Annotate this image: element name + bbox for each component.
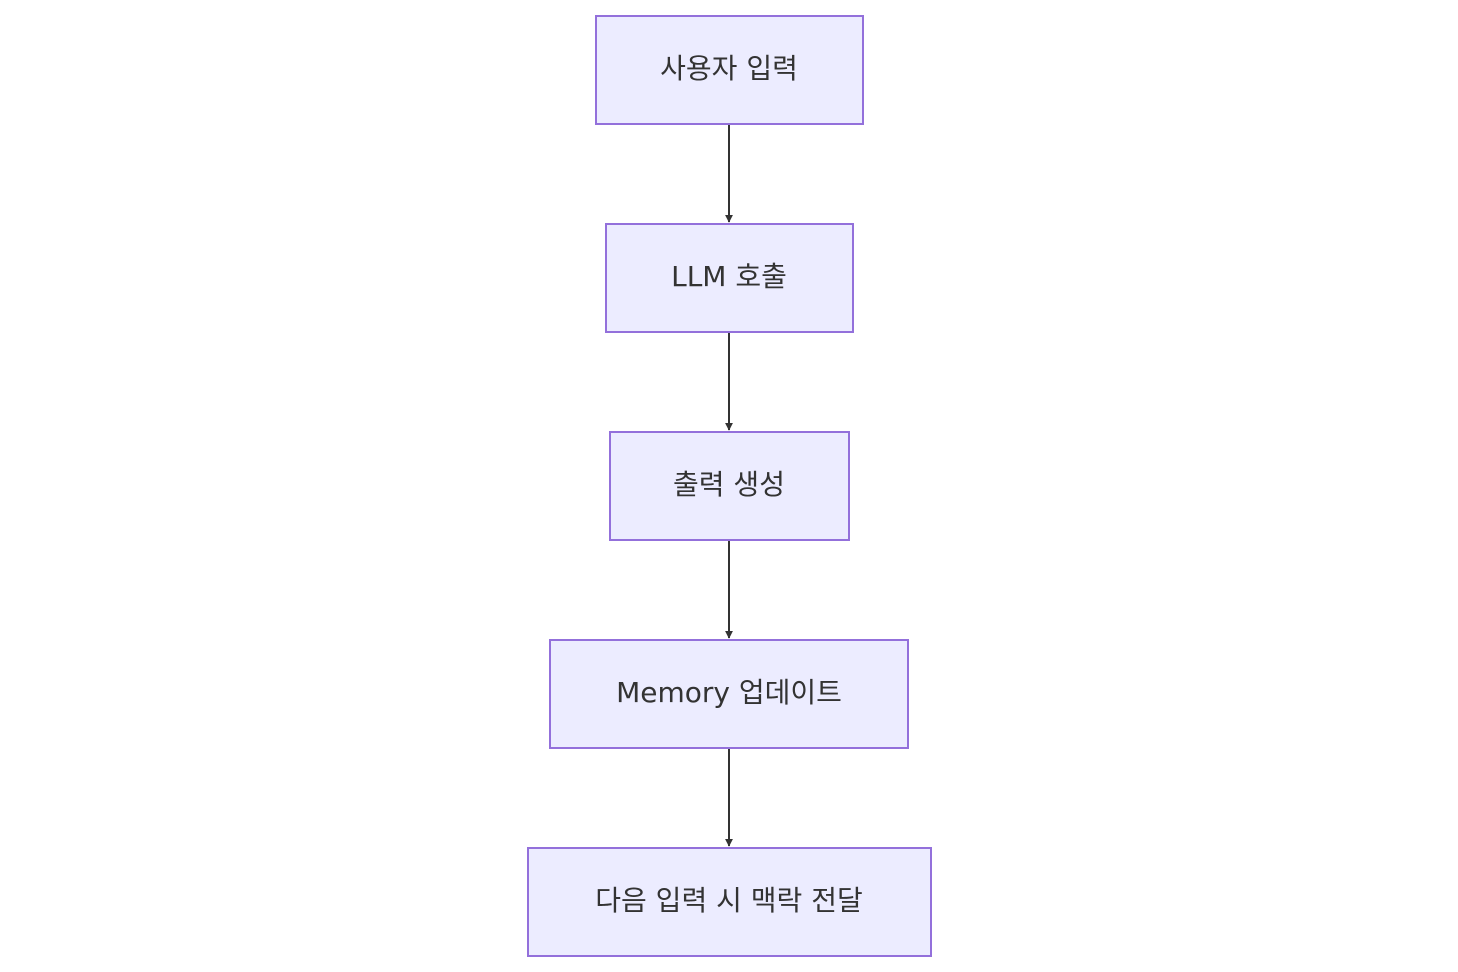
node-user-input: 사용자 입력 [595,15,864,125]
node-memory-update-label: Memory 업데이트 [616,676,842,709]
node-context-pass-label: 다음 입력 시 맥락 전달 [595,884,862,917]
node-output-gen-box [609,431,850,541]
node-output-gen: 출력 생성 [609,431,850,541]
node-llm-call-label: LLM 호출 [671,260,787,293]
node-user-input-box [595,15,864,125]
node-llm-call-box [605,223,854,333]
node-context-pass-box [527,847,932,957]
node-context-pass: 다음 입력 시 맥락 전달 [527,847,932,957]
node-memory-update: Memory 업데이트 [549,639,909,749]
node-memory-update-box [549,639,909,749]
node-llm-call: LLM 호출 [605,223,854,333]
node-output-gen-label: 출력 생성 [673,468,785,501]
node-user-input-label: 사용자 입력 [660,52,798,85]
